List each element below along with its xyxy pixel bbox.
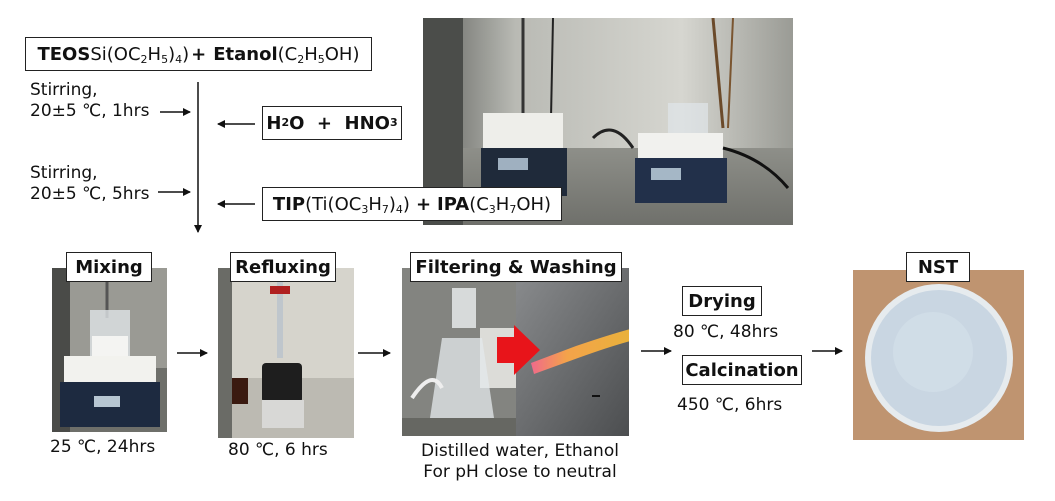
ethanol-name: Etanol [213,43,278,65]
refluxing-photo [218,268,354,438]
stirring-1-label: Stirring, 20±5 ℃, 1hrs [30,80,150,121]
step-label-nst: NST [906,252,970,282]
caption-mixing: 25 ℃, 24hrs [50,437,156,457]
teos-name: TEOS [37,43,91,65]
step-label-drying: Drying [682,286,762,316]
caption-filtering-washing: Distilled water, Ethanol For pH close to… [421,441,619,482]
step-label-mixing: Mixing [66,252,152,282]
stirring-2-label: Stirring, 20±5 ℃, 5hrs [30,163,150,204]
tip-formula: (Ti(OC3H7)4) [305,193,410,216]
caption-refluxing: 80 ℃, 6 hrs [228,440,328,460]
ethanol-formula: (C2H5OH) [277,43,360,66]
red-arrow-icon [497,325,540,375]
teos-formula: Si(OC2H5)4) [90,43,190,66]
plus-sign: + [191,43,207,65]
nst-powder-photo [853,270,1024,440]
caption-drying: 80 ℃, 48hrs [673,322,779,342]
hotplates-photo [423,18,793,225]
tip-ipa-box: TIP(Ti(OC3H7)4)+IPA(C3H7OH) [262,187,562,221]
caption-calcination: 450 ℃, 6hrs [677,395,783,415]
step-label-refluxing: Refluxing [230,252,336,282]
tip-name: TIP [272,193,306,215]
step-label-calcination: Calcination [682,355,802,385]
plus-sign-2: + [415,193,432,215]
step-label-filtering-washing: Filtering & Washing [410,252,622,282]
ipa-formula: (C3H7OH) [469,193,552,216]
mixing-photo [52,268,167,432]
ipa-name: IPA [437,193,470,215]
